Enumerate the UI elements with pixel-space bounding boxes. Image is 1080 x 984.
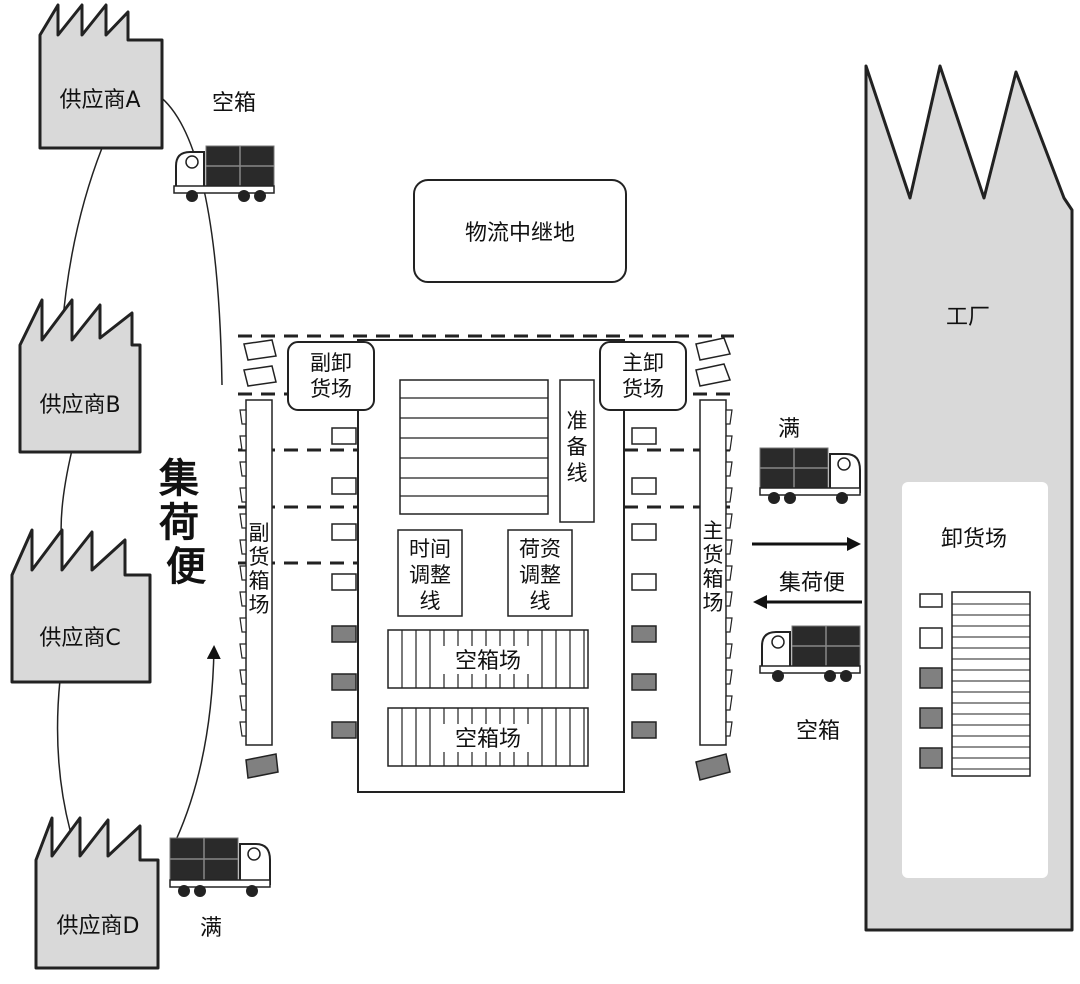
- supplier-b: 供应商B: [18, 298, 142, 454]
- yard-tick: [239, 669, 247, 685]
- yard-tick: [239, 721, 247, 737]
- yard-tick: [239, 617, 247, 633]
- factory: 工厂 卸货场: [864, 64, 1074, 932]
- supplier-d-label: 供应商D: [57, 914, 140, 939]
- yard-tick: [239, 591, 247, 607]
- truck-top: [173, 145, 275, 202]
- truck-right-empty: [759, 625, 861, 682]
- yard-tick: [725, 409, 733, 425]
- yard-tick: [239, 409, 247, 425]
- supplier-c: 供应商C: [10, 528, 152, 684]
- right-bays: [695, 337, 732, 781]
- main-unload-label: 主卸货场: [622, 351, 664, 401]
- supplier-b-label: 供应商B: [39, 393, 120, 418]
- truck-right-full: [759, 447, 861, 504]
- yard-tick: [725, 669, 733, 685]
- yard-tick: [725, 539, 733, 555]
- factory-label: 工厂: [946, 305, 990, 330]
- yard-tick: [239, 695, 247, 711]
- empty-label-right: 空箱: [796, 719, 840, 744]
- supplier-a: 供应商A: [38, 3, 164, 150]
- yard-tick: [239, 461, 247, 477]
- yard-tick: [725, 617, 733, 633]
- yard-tick: [725, 461, 733, 477]
- empty-box-yard-1: 空箱场: [387, 629, 589, 689]
- yard-tick: [239, 513, 247, 529]
- hub-title-box: 物流中继地: [413, 179, 627, 283]
- yard-tick: [239, 565, 247, 581]
- cargo-adjust-line: 荷资调整线: [507, 529, 573, 617]
- factory-unload-label: 卸货场: [941, 527, 1007, 552]
- truck-bottom: [169, 837, 271, 897]
- supplier-d: 供应商D: [34, 816, 160, 970]
- sub-unload-label: 副卸货场: [310, 351, 352, 401]
- yard-tick: [725, 513, 733, 529]
- main-unload-area: 主卸货场: [599, 341, 687, 411]
- full-label-bottom: 满: [200, 916, 222, 941]
- milk-run-right-label: 集荷便: [779, 571, 845, 596]
- yard-tick: [725, 565, 733, 581]
- yard-tick: [239, 539, 247, 555]
- milk-run-vertical-label: 集 荷 便: [158, 456, 213, 590]
- empty-yard-1-label: 空箱场: [455, 649, 521, 674]
- yard-tick: [725, 643, 733, 659]
- storage-rack: [399, 379, 549, 515]
- time-adjust-line: 时间调整线: [397, 529, 463, 617]
- sub-unload-area: 副卸货场: [287, 341, 375, 411]
- empty-label-top: 空箱: [212, 91, 256, 116]
- empty-box-yard-2: 空箱场: [387, 707, 589, 767]
- left-bays: [243, 339, 279, 779]
- yard-tick: [725, 435, 733, 451]
- yard-tick: [725, 695, 733, 711]
- sub-cargo-yard: 副货箱场: [245, 399, 273, 746]
- empty-yard-2-label: 空箱场: [455, 727, 521, 752]
- yard-tick: [239, 643, 247, 659]
- hub-docks-left: [331, 427, 357, 739]
- main-cargo-yard: 主货箱场: [699, 399, 727, 746]
- supplier-c-label: 供应商C: [39, 626, 120, 651]
- prep-line-label: 准备线: [567, 409, 588, 485]
- sub-yard-label: 副货箱场: [249, 521, 270, 617]
- cargo-adjust-label: 荷资调整线: [519, 537, 561, 613]
- yard-tick: [725, 721, 733, 737]
- hub-title: 物流中继地: [465, 221, 575, 246]
- full-label-right: 满: [778, 417, 800, 442]
- yard-tick: [725, 591, 733, 607]
- yard-tick: [239, 435, 247, 451]
- main-yard-label: 主货箱场: [703, 519, 724, 615]
- supplier-a-label: 供应商A: [59, 88, 140, 113]
- yard-tick: [725, 487, 733, 503]
- yard-tick: [239, 487, 247, 503]
- time-adjust-label: 时间调整线: [409, 537, 451, 613]
- hub-docks-right: [631, 427, 657, 739]
- prep-line: 准备线: [559, 379, 595, 523]
- yard-ticks: [239, 409, 733, 737]
